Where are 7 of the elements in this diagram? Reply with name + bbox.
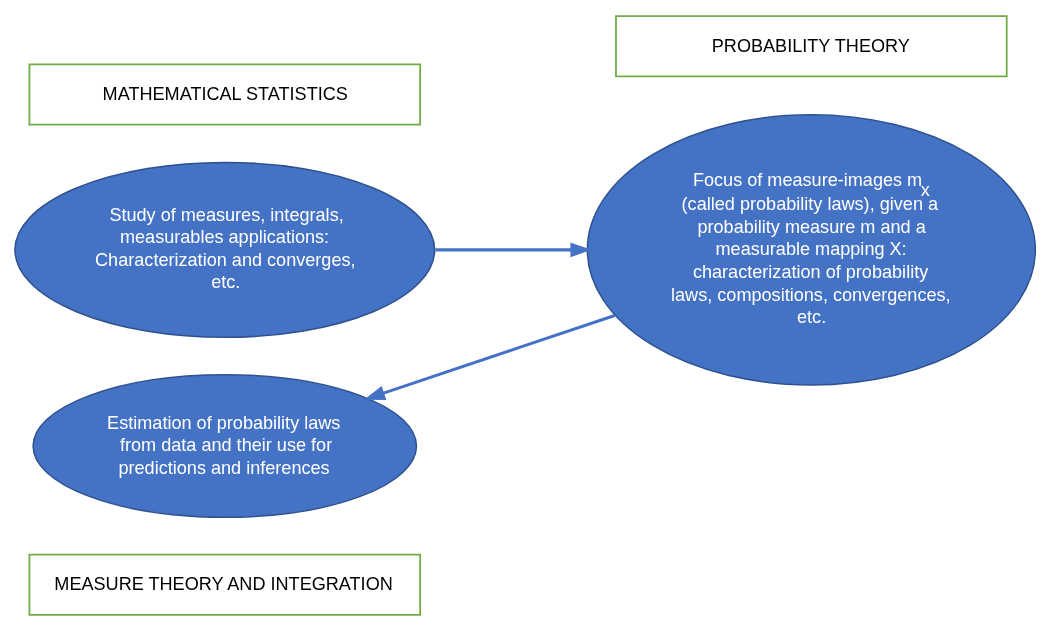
node-ellipse: Study of measures, integrals, measurables applications: Characterization and converges, etc. xyxy=(14,161,436,339)
node-box: PROBABILITY THEORY xyxy=(615,15,1008,78)
arrow xyxy=(364,314,616,400)
node-ellipse: Estimation of probability laws from data and their use for predictions and inferences xyxy=(32,373,418,519)
node-box: MATHEMATICAL STATISTICS xyxy=(28,63,422,126)
node-box: MEASURE THEORY AND INTEGRATION xyxy=(28,553,422,616)
arrow xyxy=(435,242,592,258)
